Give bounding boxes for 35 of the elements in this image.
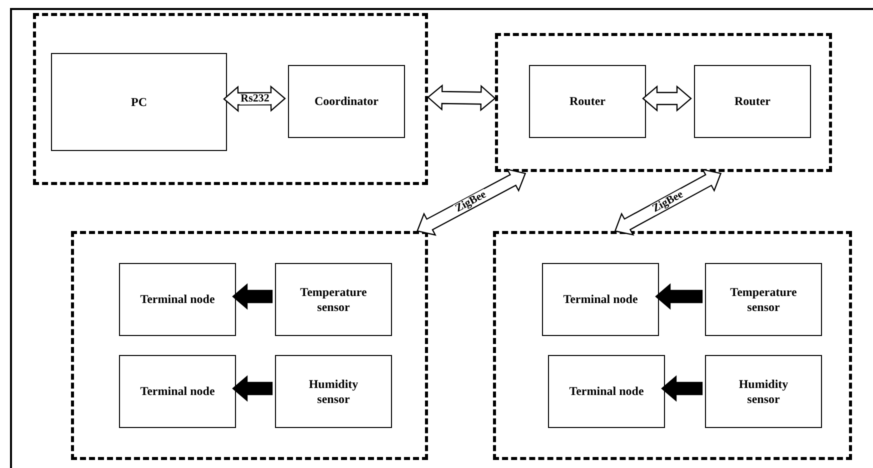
node-label: Humidity sensor: [308, 377, 360, 406]
node-label: Temperature sensor: [299, 285, 368, 314]
double-block-arrow: [427, 84, 496, 112]
process-box: [275, 263, 392, 336]
process-box: [705, 355, 822, 428]
dashed-group-box: [71, 231, 428, 460]
process-box: [51, 53, 227, 151]
process-box: [529, 65, 646, 138]
node-label: Humidity sensor: [738, 377, 790, 406]
solid-block-arrow: [655, 283, 703, 310]
process-box: [705, 263, 822, 336]
dashed-group-box: [33, 13, 428, 185]
node-label: Terminal node: [140, 292, 215, 307]
node-label: Terminal node: [140, 384, 215, 399]
edge-label: Rs232: [239, 93, 270, 104]
double-block-arrow: [642, 85, 692, 112]
node-label: PC: [131, 94, 147, 110]
node-label: Temperature sensor: [729, 285, 798, 314]
process-box: [275, 355, 392, 428]
solid-block-arrow: [232, 375, 273, 402]
process-box: [548, 355, 665, 428]
dashed-group-box: [495, 33, 832, 172]
node-label: Coordinator: [314, 94, 378, 109]
solid-block-arrow: [232, 283, 273, 310]
dashed-group-box: [493, 231, 852, 460]
process-box: [542, 263, 659, 336]
process-box: [119, 263, 236, 336]
process-box: [694, 65, 811, 138]
process-box: [288, 65, 405, 138]
process-box: [119, 355, 236, 428]
node-label: Terminal node: [569, 384, 644, 399]
solid-block-arrow: [661, 375, 703, 402]
node-label: Router: [570, 94, 606, 109]
node-label: Terminal node: [563, 292, 638, 307]
node-label: Router: [734, 94, 770, 109]
